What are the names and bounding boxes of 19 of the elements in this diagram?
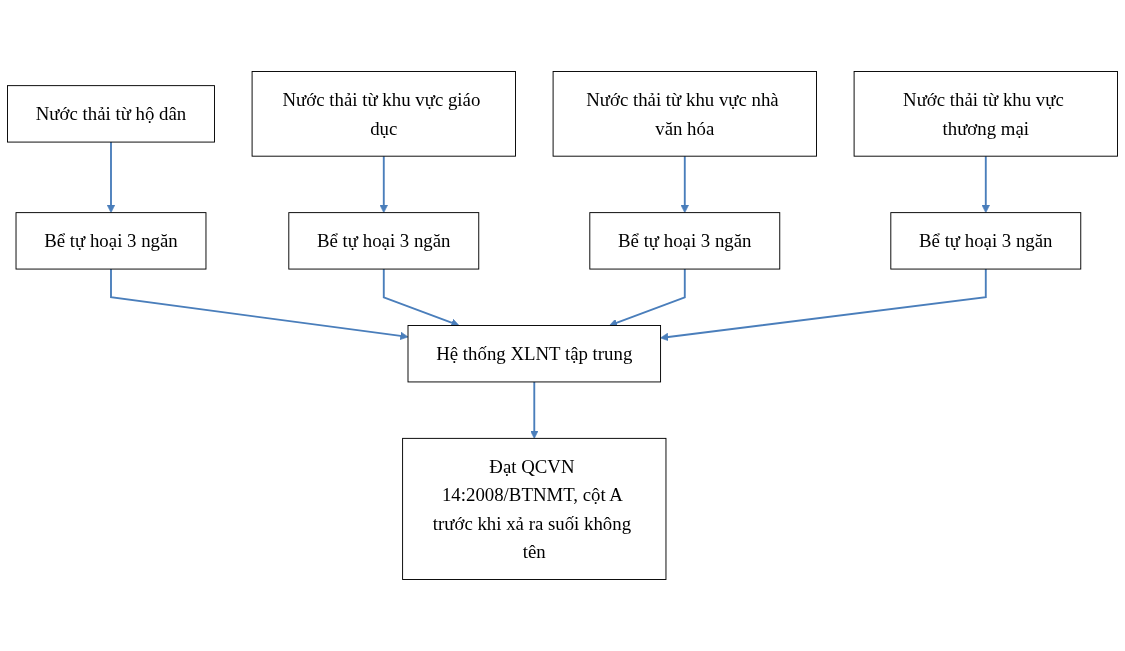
arrow: [680, 155, 689, 213]
arrow: [530, 381, 539, 439]
node-box: Bể tự hoại 3 ngăn: [890, 212, 1082, 270]
arrow: [110, 268, 409, 340]
node-box: Nước thải từ hộ dân: [7, 85, 215, 143]
node-box: Nước thải từ khu vực thương mại: [853, 71, 1118, 157]
arrow: [660, 268, 987, 342]
node-box: Bể tự hoại 3 ngăn: [15, 212, 207, 270]
node-box: Nước thải từ khu vực giáo dục: [251, 71, 516, 157]
node-box: Đạt QCVN 14:2008/BTNMT, cột A trước khi xả ra suối không tên: [402, 437, 667, 580]
arrow: [981, 155, 990, 213]
arrow: [379, 155, 388, 213]
arrow: [382, 268, 460, 327]
node-box: Bể tự hoại 3 ngăn: [288, 212, 480, 270]
node-box: Bể tự hoại 3 ngăn: [589, 212, 781, 270]
arrow: [609, 268, 686, 327]
arrow: [106, 141, 116, 213]
node-box: Hệ thống XLNT tập trung: [407, 325, 662, 383]
node-box: Nước thải từ khu vực nhà văn hóa: [552, 71, 817, 157]
